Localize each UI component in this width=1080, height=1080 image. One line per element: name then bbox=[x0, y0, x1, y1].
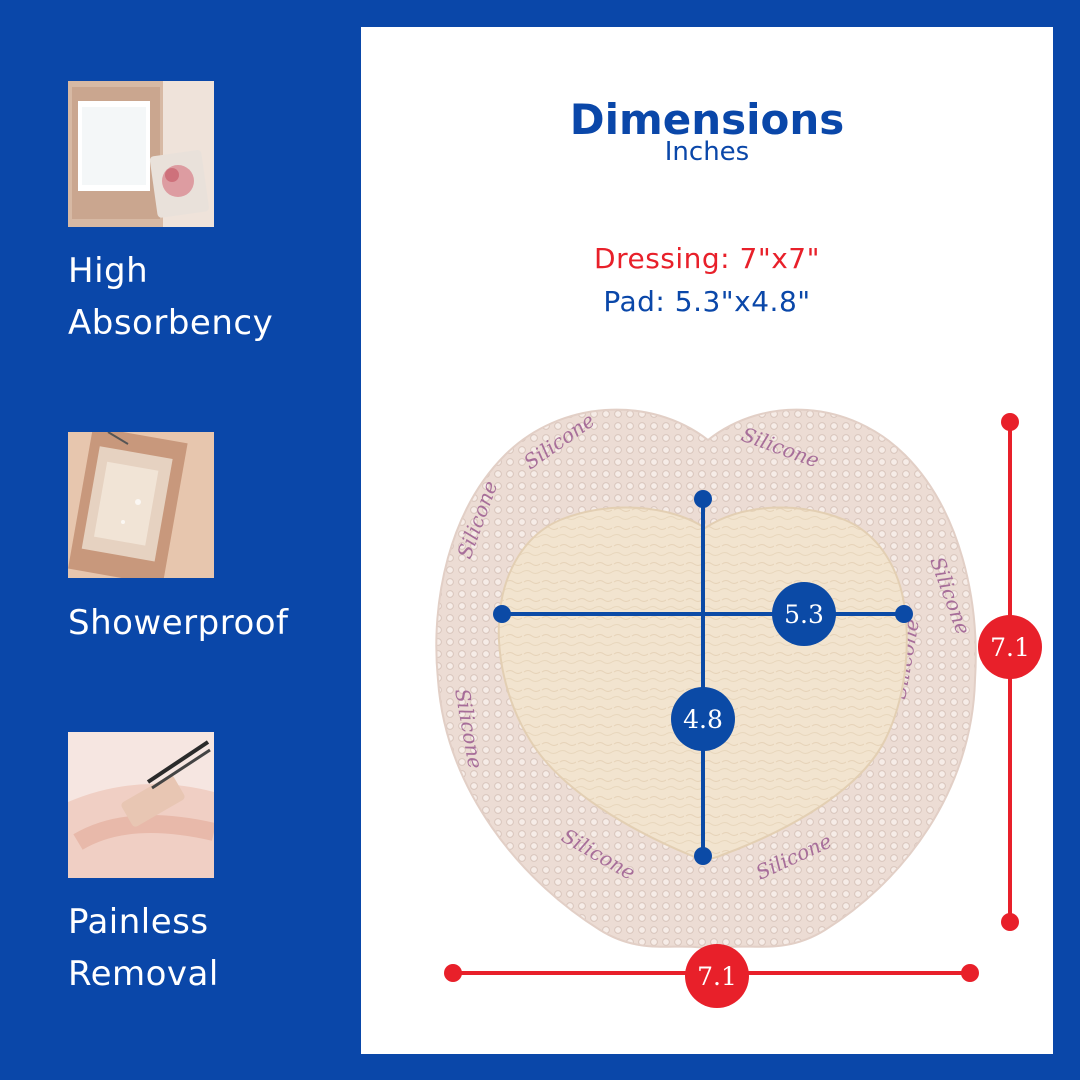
absorbent-pad-photo-icon bbox=[68, 81, 214, 227]
pad-spec: Pad: 5.3"x4.8" bbox=[603, 285, 811, 318]
dressing-height-label: 7.1 bbox=[990, 633, 1030, 662]
dressing-width-marker bbox=[685, 944, 749, 1008]
pad-height-marker bbox=[671, 687, 735, 751]
dressing-spec: Dressing: 7"x7" bbox=[594, 242, 820, 275]
dressing-dimension-lines: 7.1 7.1 bbox=[444, 413, 1042, 1008]
feature-image-showerproof bbox=[68, 432, 214, 578]
feature-label-line: Showerproof bbox=[68, 603, 289, 643]
feature-image-painless-removal bbox=[68, 732, 214, 878]
dressing-height-marker bbox=[978, 615, 1042, 679]
feature-label-high-absorbency: High Absorbency bbox=[68, 245, 273, 349]
feature-label-line: Removal bbox=[68, 954, 219, 994]
panel-subtitle: Inches bbox=[664, 137, 750, 167]
pad-width-marker bbox=[772, 582, 836, 646]
tweezers-removal-photo-icon bbox=[68, 732, 214, 878]
feature-label-line: Painless bbox=[68, 902, 209, 942]
feature-image-high-absorbency bbox=[68, 81, 214, 227]
pad-height-label: 4.8 bbox=[683, 705, 723, 734]
feature-label-line: Absorbency bbox=[68, 303, 274, 343]
panel-title: Dimensions bbox=[569, 95, 845, 144]
dressing-on-skin-photo-icon bbox=[68, 432, 214, 578]
feature-label-line: High bbox=[68, 251, 149, 291]
feature-label-showerproof: Showerproof bbox=[68, 597, 289, 649]
pad-width-label: 5.3 bbox=[784, 600, 824, 629]
dressing-width-label: 7.1 bbox=[697, 962, 737, 991]
pad-dimension-lines: 5.3 4.8 bbox=[493, 490, 913, 865]
feature-label-painless-removal: Painless Removal bbox=[68, 896, 219, 1000]
